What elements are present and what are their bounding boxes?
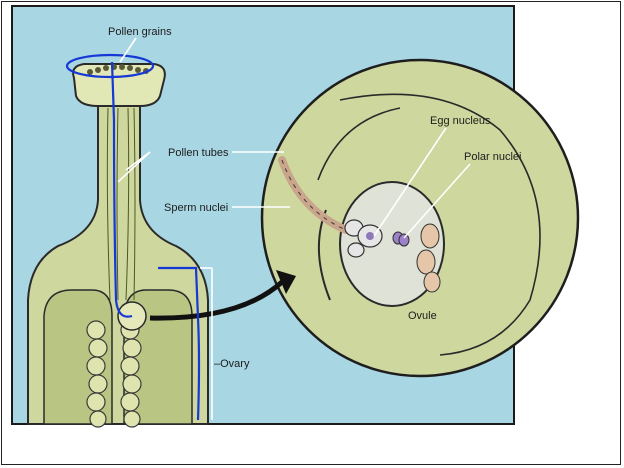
ovule-magnified: [262, 60, 578, 376]
egg-nucleus: [366, 232, 374, 240]
label-ovary: –Ovary: [214, 358, 250, 370]
label-pollen-grains: Pollen grains: [108, 26, 172, 38]
label-ovule: Ovule: [408, 310, 437, 322]
label-sperm-nuclei: Sperm nuclei: [164, 202, 228, 214]
label-polar-nuclei: Polar nuclei: [464, 151, 521, 163]
label-pollen-tubes: Pollen tubes: [168, 147, 229, 159]
label-egg-nucleus: Egg nucleus: [430, 115, 491, 127]
